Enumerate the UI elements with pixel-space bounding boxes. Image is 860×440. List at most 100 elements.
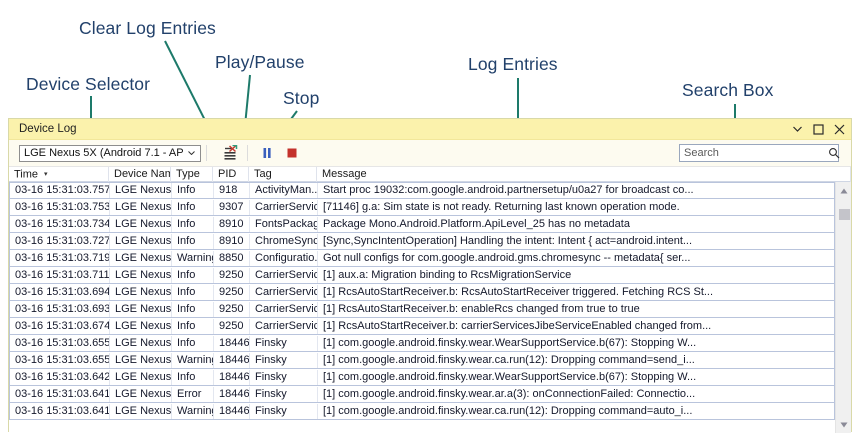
cell-tag: Finsky <box>250 352 318 368</box>
cell-device: LGE Nexus 5X <box>110 250 172 266</box>
cell-tag: FontsPackag... <box>250 216 318 232</box>
annotation-log-entries: Log Entries <box>468 54 558 74</box>
cell-message: [1] RcsAutoStartReceiver.b: carrierServi… <box>323 319 712 332</box>
grid-header-row: Time▾ Device Name Type PID Tag Message <box>9 166 851 182</box>
cell-type: Info <box>172 301 214 317</box>
cell-pid: 18446 <box>214 335 250 351</box>
cell-device: LGE Nexus 5X <box>110 369 172 385</box>
scroll-up-arrow-icon[interactable] <box>836 182 852 199</box>
cell-pid: 8910 <box>214 216 250 232</box>
cell-pid: 9250 <box>214 267 250 283</box>
close-icon[interactable] <box>833 122 845 136</box>
cell-type: Info <box>172 233 214 249</box>
cell-message: Package Mono.Android.Platform.ApiLevel_2… <box>323 217 630 230</box>
cell-message: [71146] g.a: Sim state is not ready. Ret… <box>323 200 680 213</box>
cell-time: 03-16 15:31:03.642 <box>10 369 110 385</box>
stop-button[interactable] <box>281 143 303 163</box>
toolbar-separator <box>247 145 248 161</box>
cell-device: LGE Nexus 5X <box>110 318 172 334</box>
column-header-type[interactable]: Type <box>171 166 213 182</box>
cell-device: LGE Nexus 5X <box>110 386 172 402</box>
search-input[interactable] <box>680 144 828 162</box>
column-header-pid[interactable]: PID <box>213 166 249 182</box>
cell-tag: Finsky <box>250 369 318 385</box>
cell-message: [1] com.google.android.finsky.wear.ar.a(… <box>323 387 696 400</box>
cell-pid: 9250 <box>214 301 250 317</box>
cell-message: [Sync,SyncIntentOperation] Handling the … <box>323 234 693 247</box>
scroll-down-arrow-icon[interactable] <box>836 416 852 433</box>
cell-time: 03-16 15:31:03.757 <box>10 183 110 198</box>
annotation-search-box: Search Box <box>682 80 774 100</box>
cell-time: 03-16 15:31:03.655 <box>10 352 110 368</box>
cell-pid: 9250 <box>214 284 250 300</box>
annotation-device-selector: Device Selector <box>26 74 151 94</box>
cell-tag: CarrierServices <box>250 284 318 300</box>
search-icon[interactable] <box>828 147 840 159</box>
annotation-play-pause: Play/Pause <box>215 52 305 72</box>
chevron-down-icon[interactable] <box>184 150 200 157</box>
cell-message: [1] RcsAutoStartReceiver.b: RcsAutoStart… <box>323 285 714 298</box>
device-log-window: Device Log LGE Nexus 5X (Android 7.1 - A… <box>8 118 852 433</box>
cell-type: Info <box>172 199 214 215</box>
column-header-time[interactable]: Time▾ <box>9 166 109 182</box>
window-titlebar: Device Log <box>9 119 851 140</box>
cell-tag: CarrierServices <box>250 267 318 283</box>
cell-tag: ChromeSync <box>250 233 318 249</box>
cell-pid: 9250 <box>214 318 250 334</box>
cell-type: Info <box>172 318 214 334</box>
cell-time: 03-16 15:31:03.641 <box>10 386 110 402</box>
cell-device: LGE Nexus 5X <box>110 233 172 249</box>
window-title: Device Log <box>19 123 77 135</box>
scrollbar-thumb[interactable] <box>839 209 850 220</box>
cell-message: [1] com.google.android.finsky.wear.ca.ru… <box>323 353 695 366</box>
cell-device: LGE Nexus 5X <box>110 199 172 215</box>
clear-log-entries-button[interactable] <box>220 143 242 163</box>
cell-device: LGE Nexus 5X <box>110 403 172 419</box>
cell-device: LGE Nexus 5X <box>110 352 172 368</box>
device-selector-combobox[interactable]: LGE Nexus 5X (Android 7.1 - API 25) <box>19 144 201 162</box>
cell-message: [1] com.google.android.finsky.wear.WearS… <box>323 370 697 383</box>
toolbar-separator <box>206 145 207 161</box>
vertical-scrollbar[interactable] <box>835 182 851 433</box>
search-box[interactable] <box>679 144 840 162</box>
cell-device: LGE Nexus 5X <box>110 284 172 300</box>
cell-tag: CarrierServices <box>250 301 318 317</box>
cell-pid: 8850 <box>214 250 250 266</box>
cell-tag: Finsky <box>250 386 318 402</box>
cell-message: Start proc 19032:com.google.android.part… <box>323 184 694 196</box>
cell-type: Warning <box>172 352 214 368</box>
cell-tag: CarrierServices <box>250 199 318 215</box>
cell-pid: 918 <box>214 183 250 198</box>
cell-message: [1] com.google.android.finsky.wear.WearS… <box>323 336 697 349</box>
cell-tag: Configuratio... <box>250 250 318 266</box>
column-header-tag[interactable]: Tag <box>249 166 317 182</box>
cell-type: Info <box>172 267 214 283</box>
maximize-icon[interactable] <box>812 122 824 136</box>
column-header-device-name[interactable]: Device Name <box>109 166 171 182</box>
log-entries-grid: Time▾ Device Name Type PID Tag Message 0… <box>9 166 851 433</box>
cell-pid: 18446 <box>214 403 250 419</box>
cell-type: Info <box>172 183 214 198</box>
column-header-message[interactable]: Message <box>317 166 851 182</box>
window-controls <box>791 119 845 139</box>
chevron-down-icon[interactable] <box>791 122 803 136</box>
cell-device: LGE Nexus 5X <box>110 335 172 351</box>
cell-time: 03-16 15:31:03.694 <box>10 284 110 300</box>
cell-time: 03-16 15:31:03.641 <box>10 403 110 419</box>
play-pause-button[interactable] <box>256 143 278 163</box>
